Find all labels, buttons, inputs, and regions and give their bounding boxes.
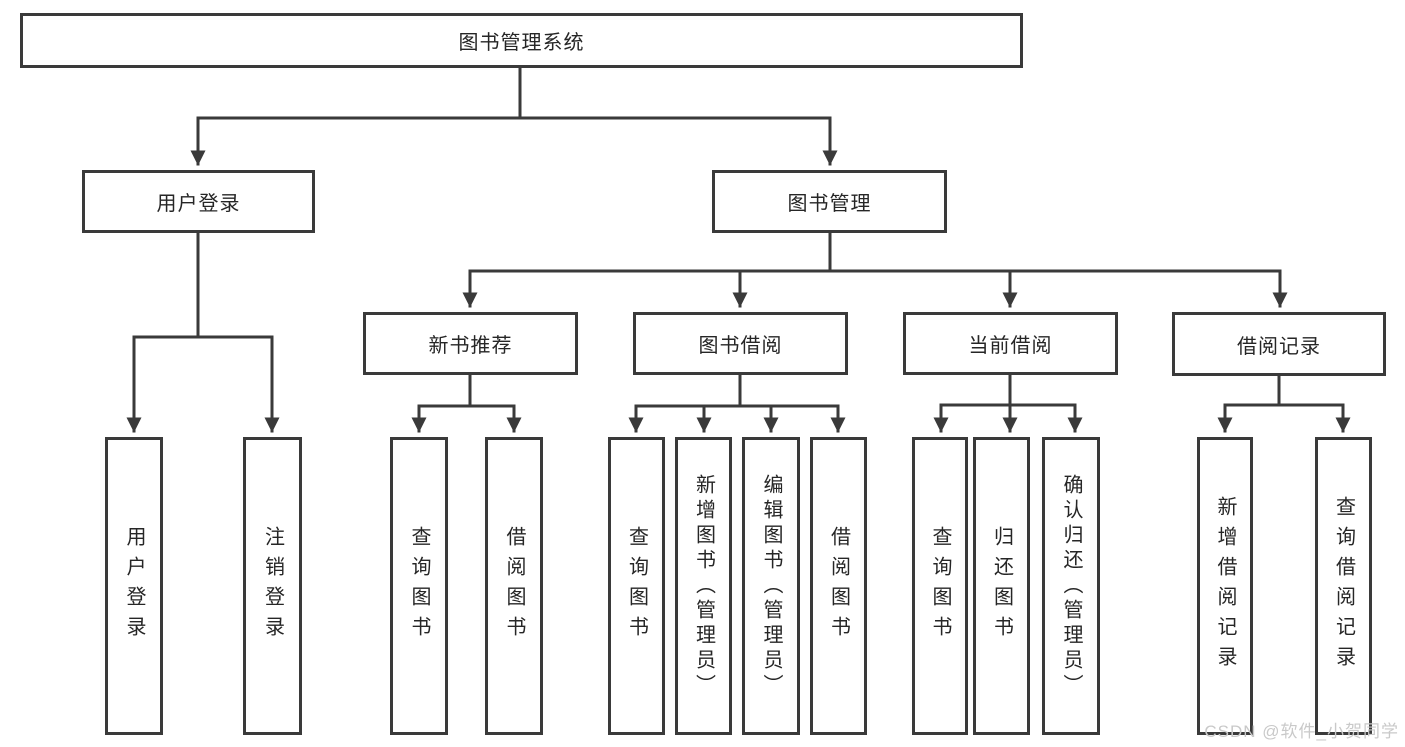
leaf-borrow-borrow-book: 借阅图书 [810, 437, 867, 735]
leaf-newrec-borrow-book-label: 借阅图书 [503, 526, 525, 646]
node-new-book-recommend: 新书推荐 [363, 312, 578, 375]
leaf-current-return-book-label: 归还图书 [990, 526, 1013, 646]
leaf-logout-label: 注销登录 [261, 526, 284, 646]
node-book-management: 图书管理 [712, 170, 947, 233]
node-new-book-recommend-label: 新书推荐 [428, 335, 513, 357]
leaf-current-query-book-label: 查询图书 [929, 526, 951, 646]
watermark: CSDN @软件_小贺同学 [1204, 722, 1399, 741]
leaf-newrec-query-book: 查询图书 [390, 437, 448, 735]
node-borrow-records-label: 借阅记录 [1237, 335, 1321, 358]
node-root-label: 图书管理系统 [458, 32, 585, 54]
leaf-records-query-record-label: 查询借阅记录 [1332, 496, 1355, 676]
node-book-borrow: 图书借阅 [633, 312, 848, 375]
leaf-current-query-book: 查询图书 [912, 437, 968, 735]
leaf-borrow-query-book-label: 查询图书 [625, 526, 648, 646]
leaf-current-return-book: 归还图书 [973, 437, 1030, 735]
node-root: 图书管理系统 [20, 13, 1023, 68]
leaf-records-query-record: 查询借阅记录 [1315, 437, 1372, 735]
node-current-borrow-label: 当前借阅 [968, 335, 1053, 357]
leaf-current-confirm-return-label: 确认归还（管理员） [1060, 473, 1082, 699]
leaf-records-add-record: 新增借阅记录 [1197, 437, 1253, 735]
leaf-borrow-add-book: 新增图书（管理员） [675, 437, 732, 735]
node-user-login-label: 用户登录 [156, 193, 241, 215]
leaf-logout: 注销登录 [243, 437, 302, 735]
leaf-borrow-edit-book-label: 编辑图书（管理员） [760, 473, 782, 699]
node-book-management-label: 图书管理 [787, 193, 872, 215]
leaf-borrow-borrow-book-label: 借阅图书 [827, 526, 850, 646]
node-current-borrow: 当前借阅 [903, 312, 1118, 375]
node-book-borrow-label: 图书借阅 [698, 335, 783, 357]
leaf-user-login: 用户登录 [105, 437, 163, 735]
node-borrow-records: 借阅记录 [1172, 312, 1386, 376]
leaf-borrow-query-book: 查询图书 [608, 437, 665, 735]
leaf-borrow-edit-book: 编辑图书（管理员） [742, 437, 800, 735]
leaf-borrow-add-book-label: 新增图书（管理员） [692, 473, 715, 699]
leaf-records-add-record-label: 新增借阅记录 [1214, 496, 1236, 676]
leaf-user-login-label: 用户登录 [123, 526, 145, 646]
leaf-newrec-query-book-label: 查询图书 [408, 526, 430, 646]
leaf-current-confirm-return: 确认归还（管理员） [1042, 437, 1100, 735]
leaf-newrec-borrow-book: 借阅图书 [485, 437, 543, 735]
node-user-login: 用户登录 [82, 170, 315, 233]
